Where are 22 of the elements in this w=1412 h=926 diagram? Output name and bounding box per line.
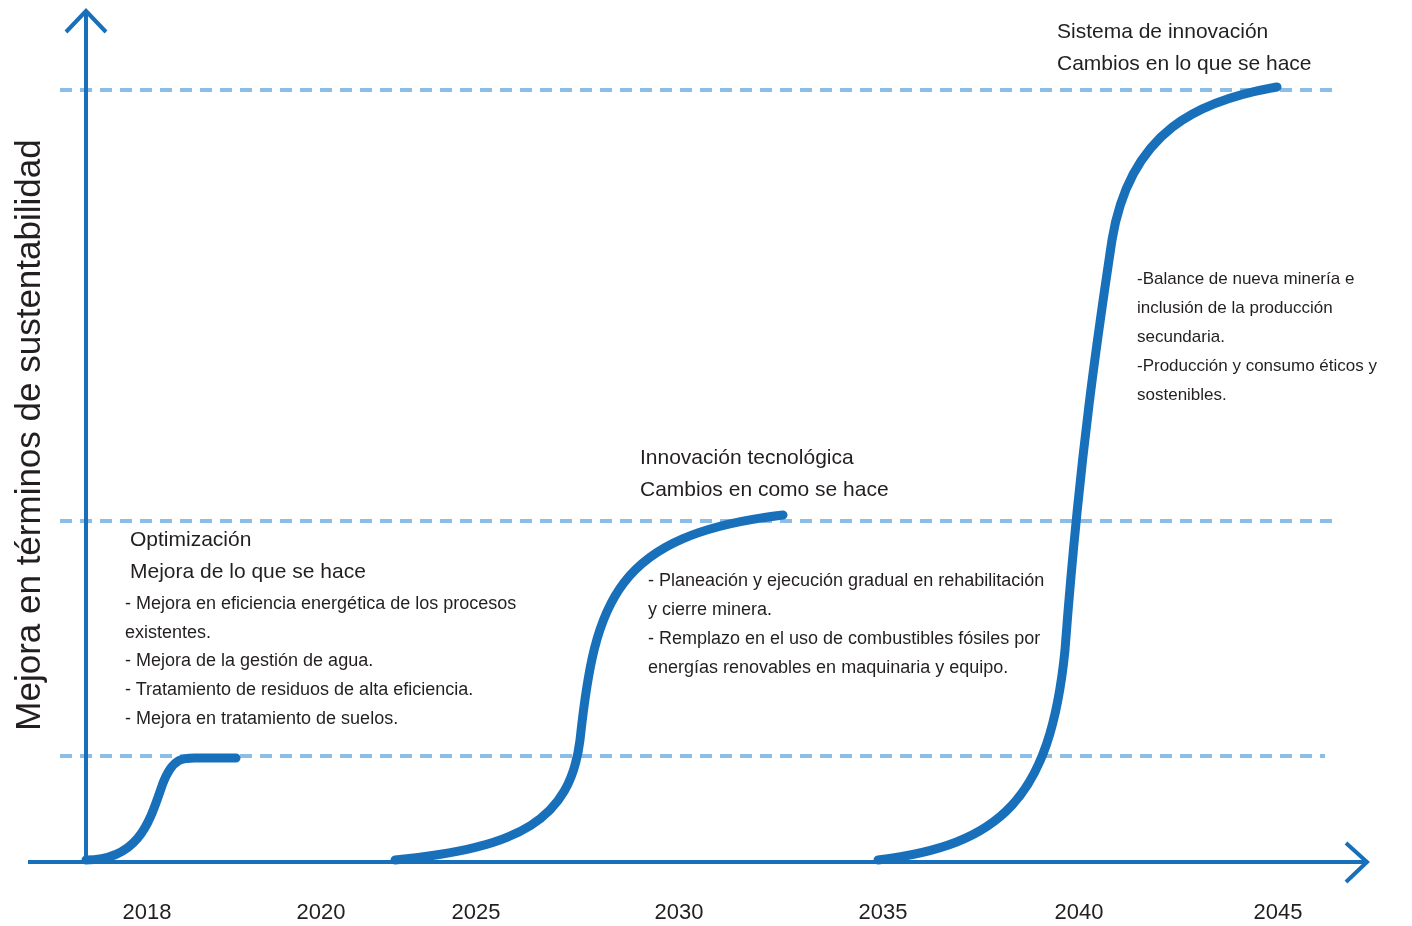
stage-subtitle: Mejora de lo que se hace [130, 558, 366, 584]
year-label: 2045 [1253, 898, 1303, 926]
year-label: 2035 [858, 898, 908, 926]
description-text: -Producción y consumo éticos y sostenibles. [1137, 355, 1377, 406]
axis-title: Mejora en términos de sustentabilidad [7, 138, 48, 733]
stage-subtitle: Cambios en como se hace [640, 476, 889, 502]
description-text: - Mejora de la gestión de agua. [125, 649, 375, 672]
description-text: - Remplazo en el uso de combustibles fósiles por energías renovables en maquinaria y equipo. [648, 627, 1042, 679]
stage-title: Optimización [130, 526, 252, 552]
description-text: - Mejora en eficiencia energética de los procesos existentes. [125, 592, 518, 644]
year-label: 2025 [451, 898, 501, 926]
description-text: - Tratamiento de residuos de alta eficiencia. [125, 678, 475, 701]
description-text: -Balance de nueva minería e inclusión de la producción secundaria. [1137, 268, 1356, 348]
description-text: - Planeación y ejecución gradual en rehabilitación y cierre minera. [648, 569, 1046, 621]
stage-subtitle: Cambios en lo que se hace [1057, 50, 1312, 76]
stage-title: Sistema de innovación [1057, 18, 1269, 44]
year-label: 2030 [654, 898, 704, 926]
stage-title: Innovación tecnológica [640, 444, 854, 470]
description-text: - Mejora en tratamiento de suelos. [125, 707, 400, 730]
year-label: 2020 [296, 898, 346, 926]
year-label: 2040 [1054, 898, 1104, 926]
year-label: 2018 [122, 898, 172, 926]
